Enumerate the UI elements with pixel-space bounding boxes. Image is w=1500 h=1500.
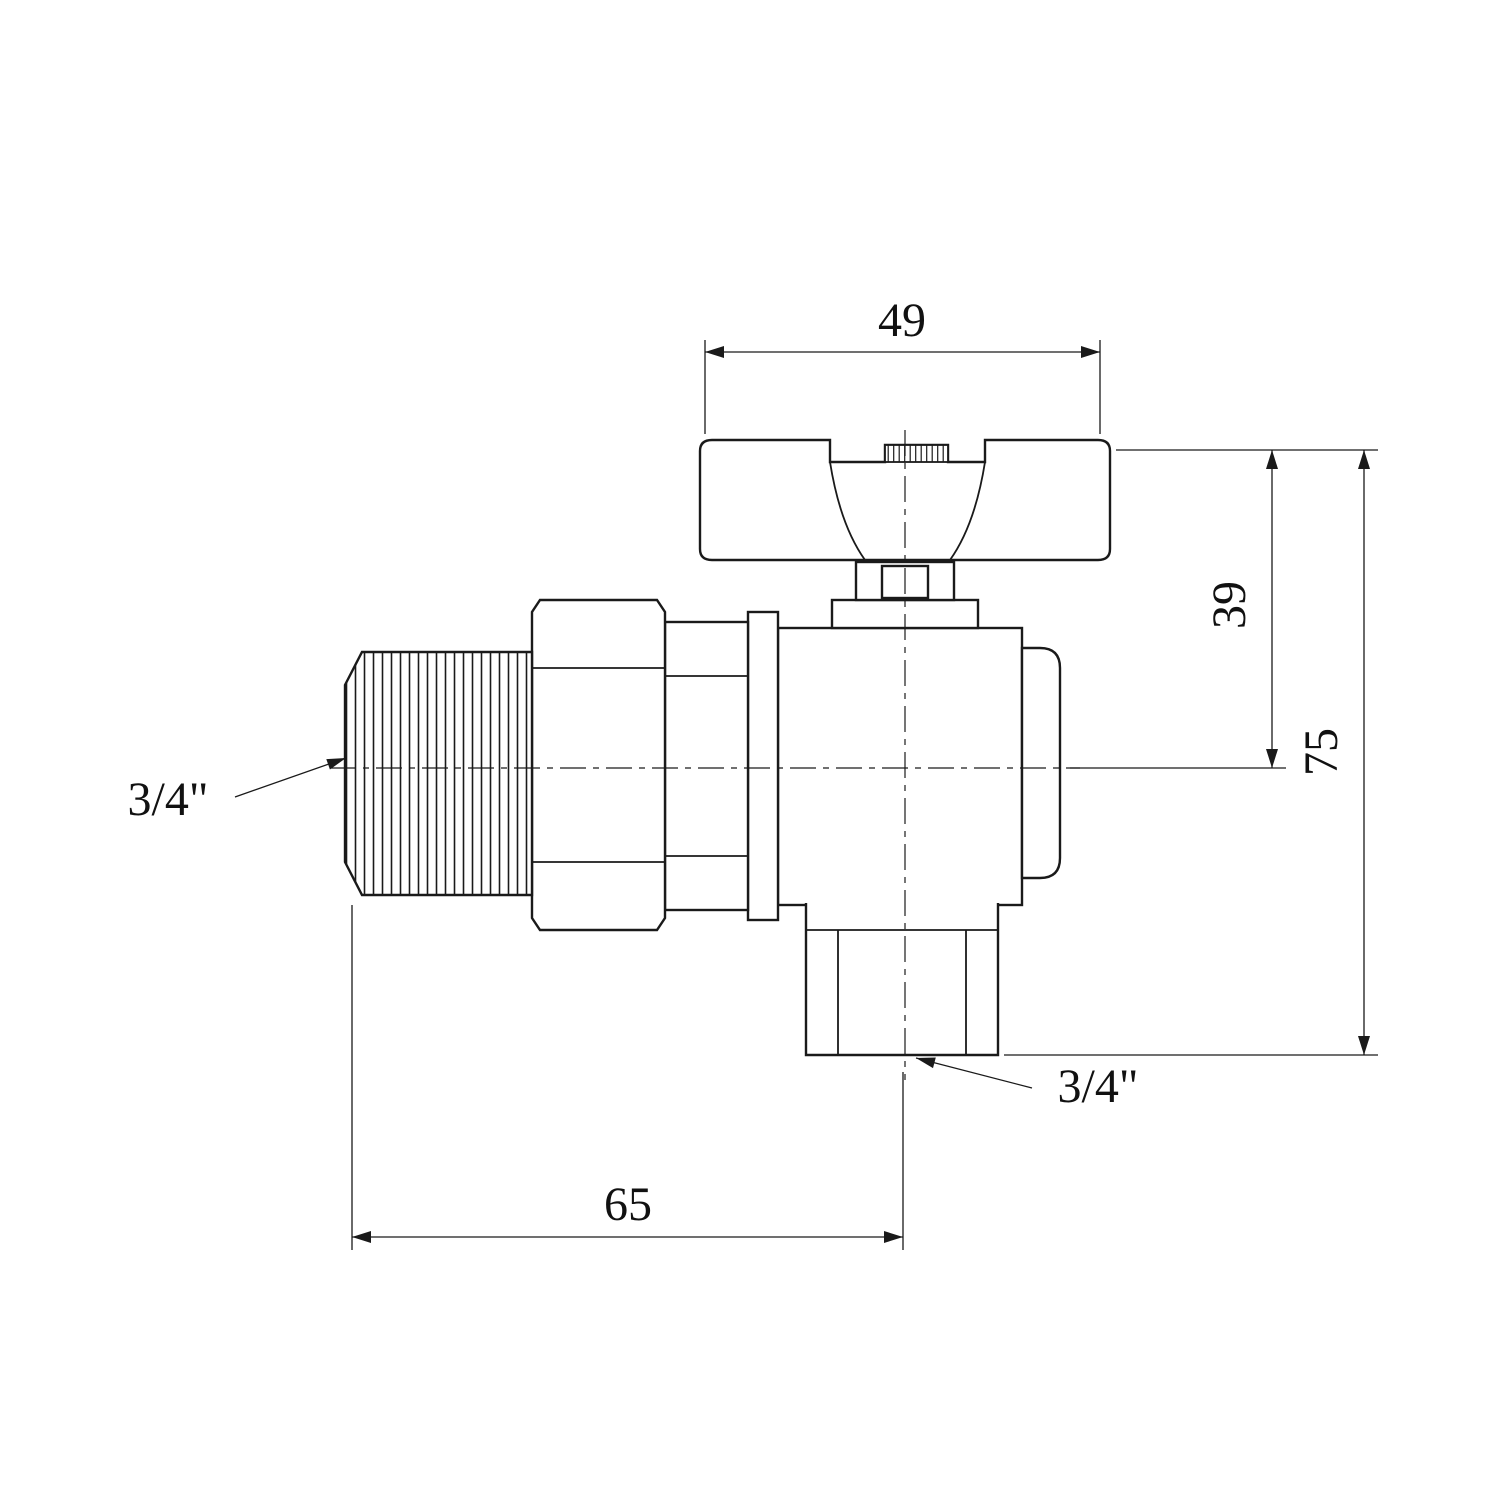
thread-label-inlet: 3/4" — [128, 773, 209, 826]
dimension-handle-to-axis: 39 — [1070, 449, 1378, 769]
leader-line — [915, 1057, 1033, 1089]
arrowhead — [352, 1231, 371, 1243]
body-end-cap — [1020, 646, 1062, 880]
arrowhead — [916, 1057, 936, 1069]
leader-inlet-thread: 3/4" — [128, 757, 347, 826]
gland-nut — [663, 620, 750, 912]
leader-line — [234, 757, 347, 798]
arrowhead — [884, 1231, 903, 1243]
arrowhead — [1358, 1036, 1370, 1055]
collar-ring — [746, 610, 780, 922]
union-hex-nut — [530, 598, 667, 932]
centerlines — [330, 430, 1080, 1080]
arrowhead — [1266, 749, 1278, 768]
valve-geometry — [343, 438, 1112, 1057]
arrowhead — [705, 346, 724, 358]
dimension-label-49: 49 — [878, 294, 926, 347]
valve-body — [776, 626, 1024, 907]
handle-screw-cap — [884, 444, 949, 463]
bottom-outlet — [804, 903, 1000, 1057]
dimension-label-39: 39 — [1203, 581, 1256, 629]
dimension-label-75: 75 — [1295, 728, 1348, 776]
arrowhead — [1358, 450, 1370, 469]
thread-label-outlet: 3/4" — [1058, 1060, 1139, 1113]
arrowhead — [326, 758, 346, 770]
arrowhead — [1266, 450, 1278, 469]
dimension-label-65: 65 — [604, 1178, 652, 1231]
leader-outlet-thread: 3/4" — [915, 1057, 1139, 1113]
handle-left-fillet — [829, 461, 866, 561]
arrowhead — [1081, 346, 1100, 358]
male-thread-inlet — [343, 650, 534, 897]
handle-right-fillet — [949, 461, 986, 561]
dimension-total-height: 75 — [1004, 450, 1378, 1056]
dimension-top-width: 49 — [704, 294, 1101, 434]
dimension-bottom-length: 65 — [351, 905, 904, 1250]
